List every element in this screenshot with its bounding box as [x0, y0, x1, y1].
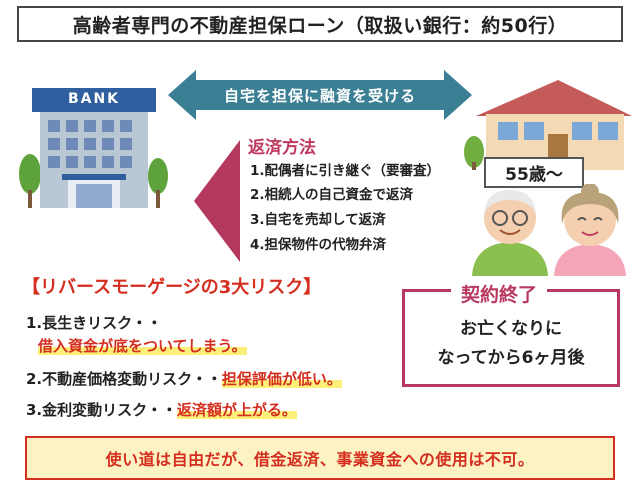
risk-item-1-label: 1.長生きリスク・・ — [26, 314, 162, 332]
woman-body — [554, 244, 626, 276]
two-way-arrow-shape — [168, 70, 472, 120]
house-roof — [476, 80, 632, 116]
page-title-text: 高齢者専門の不動産担保ローン（取扱い銀行：約50行） — [72, 14, 568, 37]
age-badge-text: 55歳〜 — [505, 165, 563, 185]
repayment-item: 3.自宅を売却して返済 — [250, 212, 386, 228]
risk-item-1-highlight: 借入資金が底をついてしまう。 — [38, 337, 247, 355]
woman-eye — [577, 217, 587, 221]
repayment-item: 4.担保物件の代物弁済 — [250, 237, 387, 253]
bank-canopy — [62, 174, 126, 180]
woman-smile — [581, 231, 599, 236]
risk-item-2-highlight: 担保評価が低い。 — [221, 370, 342, 388]
repayment-arrow — [194, 140, 240, 262]
risk-item-2-label: 2.不動産価格変動リスク・・ — [26, 370, 222, 388]
tree-icon — [19, 154, 41, 194]
risk-item-3-label: 3.金利変動リスク・・ — [26, 401, 177, 419]
man-hair — [484, 190, 536, 214]
risk-item-3: 3.金利変動リスク・・返済額が上がる。 — [26, 399, 297, 420]
woman-eye — [593, 217, 603, 221]
risk-item-1-detail: 借入資金が底をついてしまう。 — [38, 335, 247, 356]
contract-end-line-2: なってから6ヶ月後 — [437, 348, 585, 368]
repayment-item: 2.相続人の自己資金で返済 — [250, 187, 414, 203]
two-way-arrow — [168, 70, 472, 120]
glasses-icon — [492, 210, 508, 226]
contract-end-line-1: お亡くなりに — [460, 319, 562, 339]
man-smile — [499, 229, 521, 235]
usage-note-box: 使い道は自由だが、借金返済、事業資金への使用は不可。 — [25, 436, 615, 480]
risk-item-2: 2.不動産価格変動リスク・・担保評価が低い。 — [26, 368, 342, 389]
tree-icon — [464, 136, 484, 168]
woman-hair-bun — [581, 184, 599, 201]
tree-trunk — [156, 190, 160, 208]
tree-icon — [148, 158, 168, 194]
woman-hair — [561, 192, 619, 224]
house-windows — [498, 122, 618, 140]
woman-face — [564, 194, 616, 246]
bank-door — [76, 184, 112, 208]
age-badge: 55歳〜 — [484, 157, 584, 188]
man-body — [472, 242, 548, 276]
page-title: 高齢者専門の不動産担保ローン（取扱い銀行：約50行） — [17, 6, 623, 42]
bank-sign-text: BANK — [67, 91, 121, 107]
repayment-title: 返済方法 — [248, 138, 316, 158]
repayment-arrow-shape — [194, 140, 240, 262]
usage-note-text: 使い道は自由だが、借金返済、事業資金への使用は不可。 — [105, 450, 535, 469]
bank-building-icon — [19, 88, 168, 208]
elderly-couple-icon — [472, 184, 626, 276]
bank-sign — [32, 88, 156, 112]
glasses-icon — [512, 210, 528, 226]
man-face — [484, 192, 536, 244]
risk-section-title: 【リバースモーゲージの3大リスク】 — [22, 277, 322, 298]
risk-item-3-highlight: 返済額が上がる。 — [176, 401, 297, 419]
bank-windows — [48, 120, 132, 168]
tree-trunk — [28, 190, 32, 208]
contract-end-title: 契約終了 — [451, 280, 548, 307]
arrow-label: 自宅を担保に融資を受ける — [223, 87, 416, 105]
tree-trunk — [472, 162, 476, 170]
repayment-item: 1.配偶者に引き継ぐ（要審査） — [250, 163, 441, 179]
